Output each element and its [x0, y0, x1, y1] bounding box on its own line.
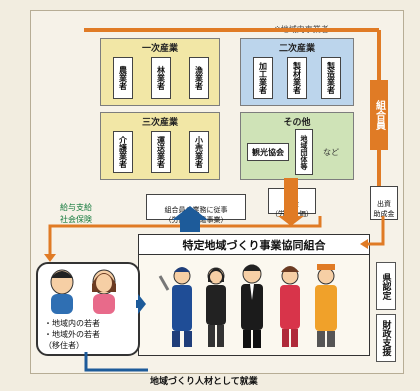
finance-label: 財政支援: [376, 314, 396, 362]
youth-text: ・地域内の若者 ・地域外の若者 （移住者）: [44, 318, 100, 351]
youth-line-1: ・地域内の若者: [44, 319, 100, 328]
investment-arrowhead: [360, 239, 368, 249]
worker-figure-man-suit: [241, 264, 263, 348]
other-item-etc: など: [323, 148, 339, 157]
primary-item-fisher: 漁業者: [189, 57, 209, 99]
primary-item-forester: 林業者: [151, 57, 171, 99]
investment-note: 出資 助成金: [370, 186, 398, 220]
youth-woman-figure: [92, 269, 116, 314]
bottom-text: 地域づくり人材として就業: [150, 377, 258, 387]
worker-figure-woman-red: [280, 266, 300, 347]
secondary-item-processor: 加工業者: [253, 57, 273, 99]
members-label: 組合員: [370, 80, 388, 150]
secondary-industry-group: 二次産業 加工業者 製材業者 製造業者: [240, 38, 354, 106]
worker-figure-mechanic: [158, 267, 192, 347]
youth-man-figure: [50, 269, 74, 314]
wage-arrowhead: [44, 254, 56, 262]
bottom-flow-line: [84, 352, 148, 372]
work-up-arrow: [172, 206, 208, 232]
tertiary-industry-group: 三次産業 介護業者 運送業者 小売業者: [100, 112, 220, 180]
tertiary-item-care: 介護業者: [113, 131, 133, 173]
fee-down-arrow: [278, 178, 304, 226]
tertiary-item-transport: 運送業者: [151, 131, 171, 173]
investment-note-text: 出資 助成金: [373, 200, 395, 218]
prefecture-label: 県認定: [376, 262, 396, 310]
tertiary-item-retail: 小売業者: [189, 131, 209, 173]
primary-industry-group: 一次産業 農業者 林業者 漁業者: [100, 38, 220, 106]
worker-figure-man-orange: [315, 264, 337, 347]
investment-to-association-line: [368, 216, 385, 246]
secondary-industry-title: 二次産業: [278, 44, 315, 54]
other-item-tourism: 観光協会: [247, 143, 289, 161]
tertiary-industry-title: 三次産業: [141, 118, 178, 128]
association-title: 特定地域づくり事業協同組合: [138, 234, 370, 256]
youth-line-3: （移住者）: [44, 341, 84, 350]
secondary-item-manufacturer: 製造業者: [321, 57, 341, 99]
youth-line-2: ・地域外の若者: [44, 330, 100, 339]
other-title: その他: [283, 118, 311, 128]
wage-support-text: 給与支給 社会保険: [60, 203, 92, 224]
other-group: その他 観光協会 地域団体等 など: [240, 112, 354, 180]
other-item-community: 地域団体等: [295, 129, 313, 175]
primary-item-farmer: 農業者: [113, 57, 133, 99]
primary-industry-title: 一次産業: [141, 44, 178, 54]
secondary-item-lumber: 製材業者: [287, 57, 307, 99]
wage-support-note: 給与支給 社会保険: [60, 190, 92, 226]
youth-to-association-arrow: [136, 294, 146, 314]
worker-figure-woman-dark: [206, 267, 226, 347]
